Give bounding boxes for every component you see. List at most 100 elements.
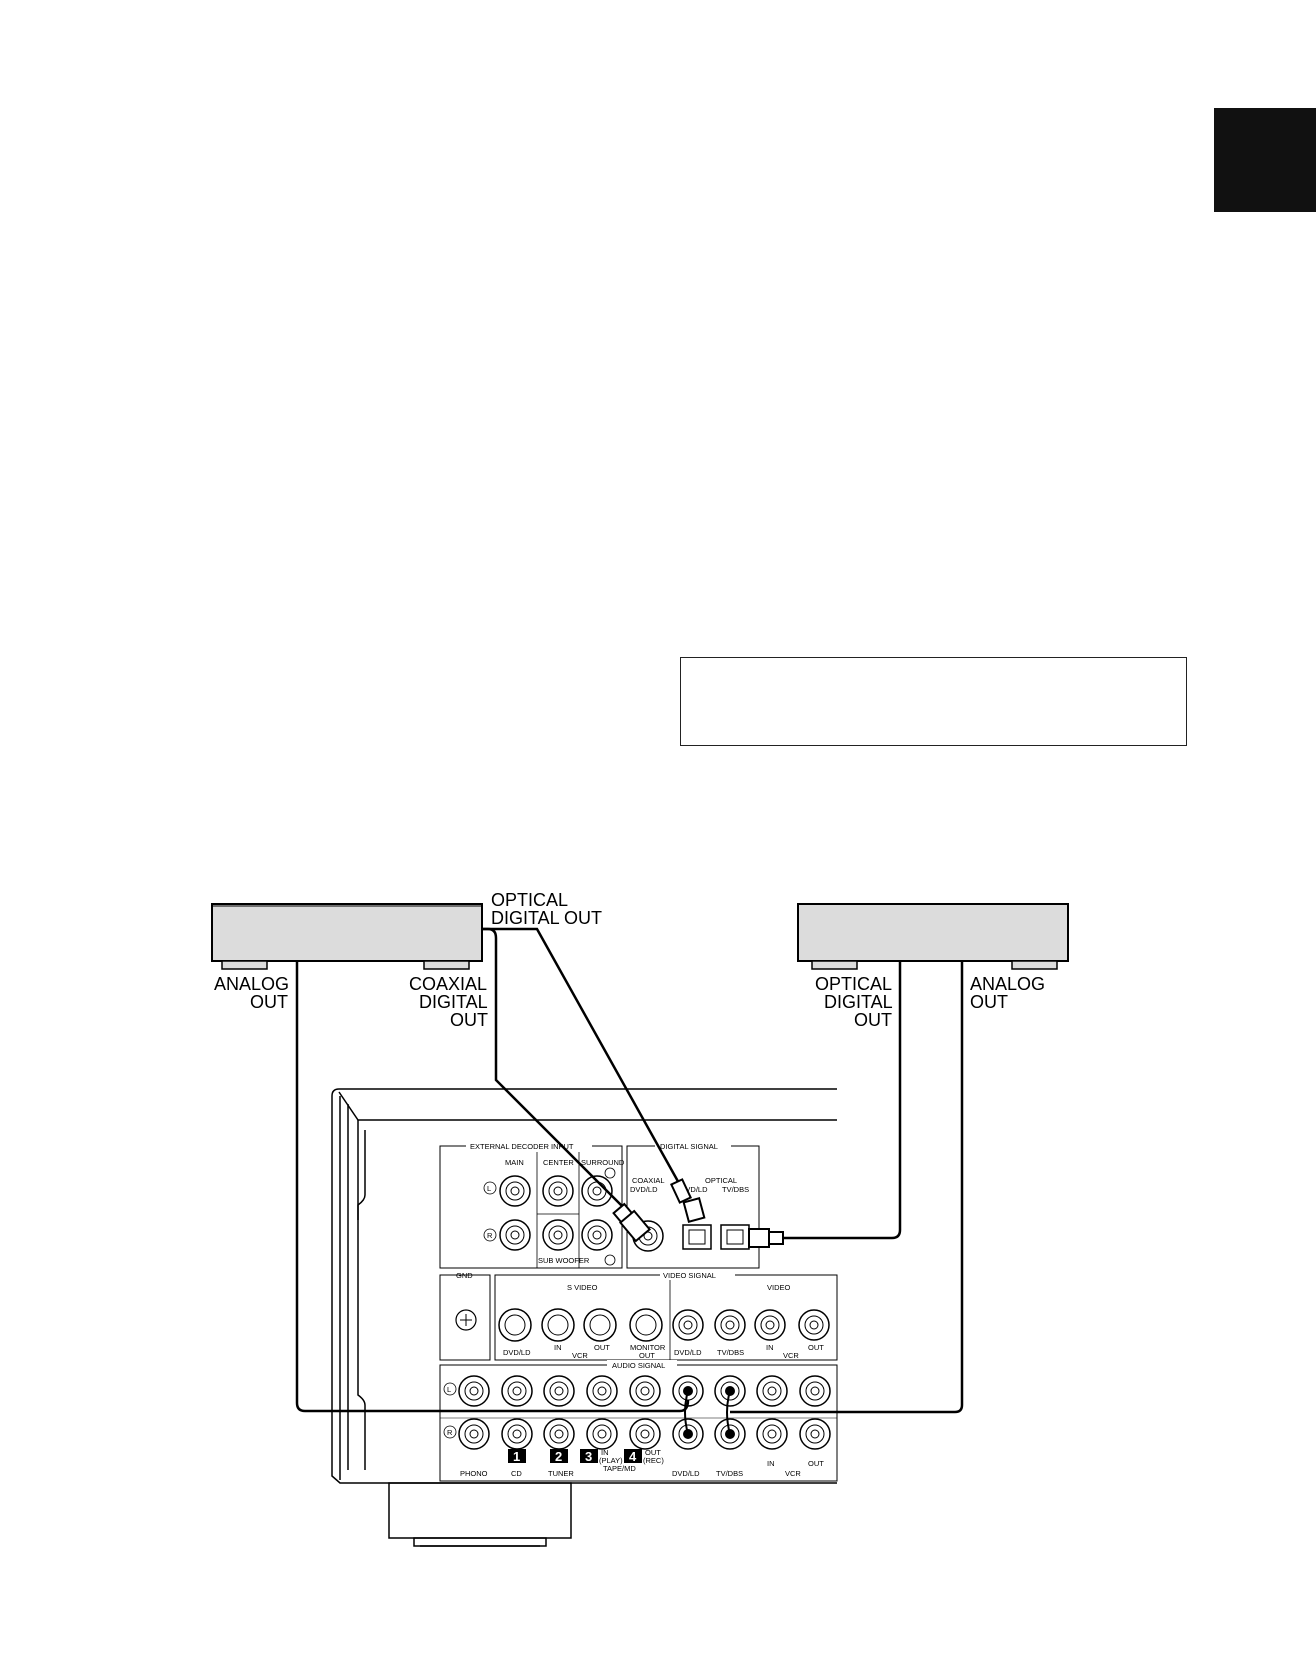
audio-jack-tape-out-l <box>629 1375 661 1407</box>
svideo-jack-vcr-out <box>583 1308 617 1342</box>
cable-right-optical <box>784 961 902 1240</box>
svg-text:ANALOG: ANALOG <box>214 974 289 994</box>
svg-text:OPTICAL: OPTICAL <box>491 890 568 910</box>
svg-text:COAXIAL: COAXIAL <box>632 1176 665 1185</box>
svg-text:L: L <box>487 1184 491 1193</box>
svg-text:DVD/LD: DVD/LD <box>503 1348 531 1357</box>
audio-jack-vcr-in-l <box>756 1375 788 1407</box>
svg-text:DVD/LD: DVD/LD <box>630 1185 658 1194</box>
audio-jack-tuner-l <box>543 1375 575 1407</box>
svg-text:EXTERNAL DECODER INPUT: EXTERNAL DECODER INPUT <box>470 1142 574 1151</box>
svg-text:OUT: OUT <box>450 1010 488 1030</box>
svg-text:L: L <box>447 1385 451 1394</box>
video-jack-vcr-in <box>754 1309 786 1341</box>
audio-jack-tvdbs-l <box>714 1375 746 1407</box>
svg-text:IN: IN <box>767 1459 775 1468</box>
svg-text:VCR: VCR <box>785 1469 801 1478</box>
svg-text:S VIDEO: S VIDEO <box>567 1283 598 1292</box>
input-number-4: 4 <box>624 1449 642 1464</box>
svg-text:3: 3 <box>585 1449 592 1464</box>
svg-text:OUT: OUT <box>970 992 1008 1012</box>
note-box <box>680 657 1187 746</box>
section-tab <box>1214 108 1316 212</box>
svideo-jack-monitor <box>629 1308 663 1342</box>
left-source-component <box>211 903 483 970</box>
optical-port-tvdbs <box>720 1224 750 1250</box>
svg-text:MONITOR: MONITOR <box>630 1343 666 1352</box>
svg-text:DIGITAL SIGNAL: DIGITAL SIGNAL <box>660 1142 718 1151</box>
svg-text:DVD/LD: DVD/LD <box>672 1469 700 1478</box>
optical-plug-dvd <box>670 1178 706 1223</box>
svg-text:TV/DBS: TV/DBS <box>717 1348 744 1357</box>
svg-text:TV/DBS: TV/DBS <box>722 1185 749 1194</box>
svg-text:VIDEO SIGNAL: VIDEO SIGNAL <box>663 1271 716 1280</box>
svg-text:4: 4 <box>629 1449 637 1464</box>
audio-jack-cd-r <box>501 1418 533 1450</box>
video-jack-dvd <box>672 1309 704 1341</box>
svg-text:(REC): (REC) <box>643 1456 664 1465</box>
svg-text:R: R <box>447 1428 453 1437</box>
cables <box>295 927 964 1414</box>
svg-text:SUB WOOFER: SUB WOOFER <box>538 1256 590 1265</box>
svg-text:DVD/LD: DVD/LD <box>674 1348 702 1357</box>
video-jack-tvdbs <box>714 1309 746 1341</box>
svg-text:TAPE/MD: TAPE/MD <box>603 1464 636 1473</box>
audio-jack-cd-l <box>501 1375 533 1407</box>
svg-text:1: 1 <box>513 1449 520 1464</box>
jack-main-l <box>499 1175 531 1207</box>
right-source-component <box>797 903 1069 970</box>
jack-main-r <box>499 1219 531 1251</box>
audio-jack-tape-out-r <box>629 1418 661 1450</box>
label-right-analog-out: ANALOG OUT <box>970 974 1045 1012</box>
video-jack-vcr-out <box>798 1309 830 1341</box>
svg-text:AUDIO SIGNAL: AUDIO SIGNAL <box>612 1361 665 1370</box>
jack-subwoofer <box>542 1219 574 1251</box>
audio-signal-block: AUDIO SIGNAL L R <box>439 1360 838 1482</box>
svg-text:OUT: OUT <box>854 1010 892 1030</box>
video-signal-block: VIDEO SIGNAL S VIDEO VIDEO DVD/LD IN VCR… <box>494 1270 838 1361</box>
svg-text:IN: IN <box>554 1343 562 1352</box>
svg-text:R: R <box>487 1231 493 1240</box>
audio-jack-phono-l <box>458 1375 490 1407</box>
audio-jack-vcr-in-r <box>756 1418 788 1450</box>
input-number-1: 1 <box>508 1449 526 1464</box>
label-right-optical-out: OPTICAL DIGITAL OUT <box>815 974 893 1030</box>
input-number-3: 3 <box>580 1449 598 1464</box>
svg-text:CENTER: CENTER <box>543 1158 574 1167</box>
external-decoder-input: EXTERNAL DECODER INPUT MAIN CENTER SURRO… <box>439 1141 625 1269</box>
svideo-jack-dvd <box>498 1308 532 1342</box>
optical-port-dvd <box>682 1224 712 1250</box>
svg-text:OPTICAL: OPTICAL <box>705 1176 737 1185</box>
svg-text:OUT: OUT <box>594 1343 610 1352</box>
svg-text:DIGITAL: DIGITAL <box>419 992 488 1012</box>
svg-text:VIDEO: VIDEO <box>767 1283 791 1292</box>
svg-text:OUT: OUT <box>808 1459 824 1468</box>
svg-text:MAIN: MAIN <box>505 1158 524 1167</box>
svg-text:TV/DBS: TV/DBS <box>716 1469 743 1478</box>
svg-text:OUT: OUT <box>645 1448 661 1457</box>
svideo-jack-vcr-in <box>541 1308 575 1342</box>
cable-right-analog <box>730 961 964 1414</box>
svg-text:OUT: OUT <box>639 1351 655 1360</box>
svg-text:ANALOG: ANALOG <box>970 974 1045 994</box>
optical-plug-tvdbs <box>748 1228 784 1248</box>
audio-jack-phono-r <box>458 1418 490 1450</box>
svg-text:VCR: VCR <box>783 1351 799 1360</box>
gnd-block: GND <box>439 1271 491 1361</box>
audio-jack-tape-in-l <box>586 1375 618 1407</box>
audio-jack-vcr-out-l <box>799 1375 831 1407</box>
svg-text:OUT: OUT <box>808 1343 824 1352</box>
audio-jack-vcr-out-r <box>799 1418 831 1450</box>
audio-jack-tvdbs-r <box>714 1418 746 1450</box>
cable-left-analog <box>295 961 690 1413</box>
audio-jack-tuner-r <box>543 1418 575 1450</box>
svg-text:2: 2 <box>555 1449 562 1464</box>
label-left-analog-out: ANALOG OUT <box>214 974 289 1012</box>
cable-optical-dvd <box>482 927 682 1186</box>
svg-text:OUT: OUT <box>250 992 288 1012</box>
input-number-2: 2 <box>550 1449 568 1464</box>
svg-text:VCR: VCR <box>572 1351 588 1360</box>
svg-text:DIGITAL: DIGITAL <box>824 992 893 1012</box>
svg-text:PHONO: PHONO <box>460 1469 488 1478</box>
